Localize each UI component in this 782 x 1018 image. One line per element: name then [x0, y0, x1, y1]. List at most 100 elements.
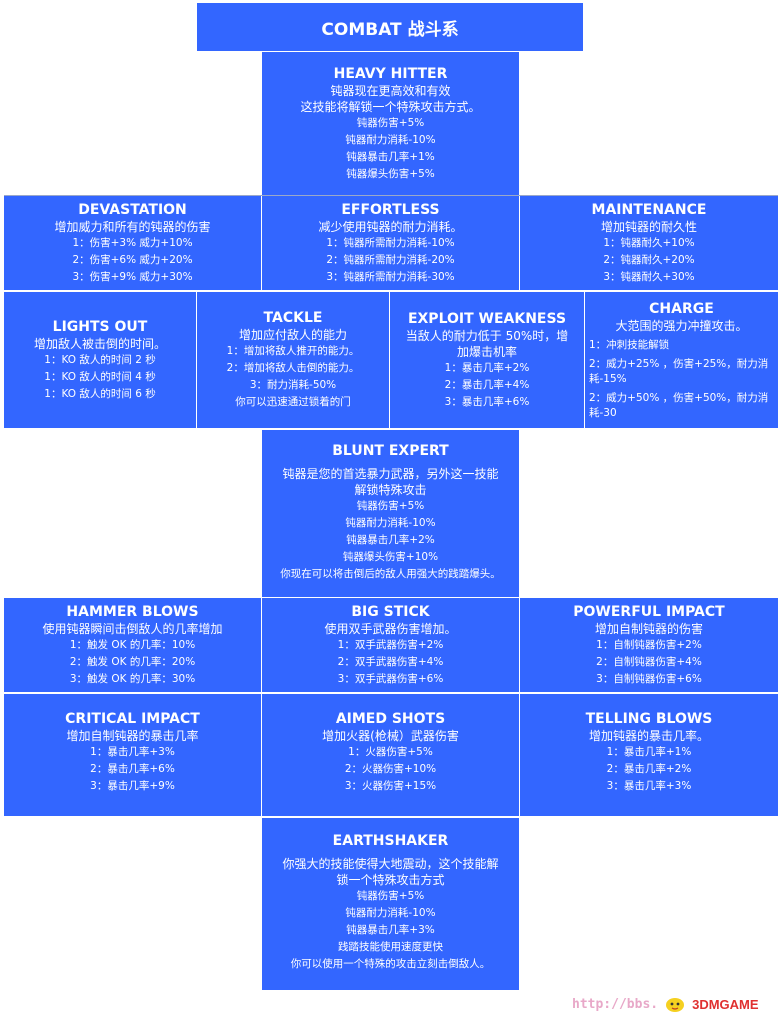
skill-effect-line: 2：伤害+6% 威力+20%	[72, 253, 193, 266]
skill-effect-line: 3：暴击几率+3%	[606, 780, 692, 792]
skill-effect-line: 钝器爆头伤害+5%	[346, 167, 435, 180]
skill-name: TELLING BLOWS	[585, 711, 713, 727]
skill-description: 这技能将解锁一个特殊攻击方式。	[300, 99, 481, 114]
skill-effect-line: 1：双手武器伤害+2%	[337, 638, 444, 651]
skill-effect-line: 1：钝器耐久+10%	[603, 236, 695, 249]
skill-description: 你强大的技能使得大地震动，这个技能解	[282, 857, 499, 871]
skill-name: CRITICAL IMPACT	[65, 711, 200, 727]
skill-effect-line: 2：触发 OK 的几率：20%	[69, 655, 196, 668]
skill-effect-line: 钝器暴击几率+3%	[346, 924, 435, 936]
skill-effect-line: 钝器爆头伤害+10%	[342, 551, 439, 563]
skill-name: AIMED SHOTS	[335, 711, 446, 727]
skill-effect-line: 3：耐力消耗-50%	[249, 379, 337, 391]
skill-effect-line: 2：钝器所需耐力消耗-20%	[326, 253, 455, 266]
skill-effect-line: 钝器耐力消耗-10%	[345, 517, 436, 529]
skill-effect-line: 你可以迅速通过锁着的门	[235, 396, 351, 408]
skill-effect-line: 3：伤害+9% 威力+30%	[72, 270, 193, 283]
grid-line	[4, 195, 778, 196]
skill-effect-line: 2：增加将敌人击倒的能力。	[226, 362, 360, 374]
skill-effect-line: 2：双手武器伤害+4%	[337, 655, 444, 668]
skill-description: 使用钝器瞬间击倒敌人的几率增加	[42, 621, 223, 636]
skill-effect-line: 3：钝器耐久+30%	[603, 270, 695, 283]
skill-effect-line: 1：火器伤害+5%	[348, 746, 433, 758]
skill-effect-line: 2：钝器耐久+20%	[603, 253, 695, 266]
skill-effect-line: 1：钝器所需耐力消耗-10%	[326, 236, 455, 249]
skill-description: 解锁特殊攻击	[354, 483, 427, 497]
skill-effect-line: 钝器暴击几率+1%	[346, 150, 435, 163]
skill-effect-line: 1：暴击几率+2%	[444, 361, 530, 374]
skill-effect-line: 3：触发 OK 的几率：30%	[69, 672, 196, 685]
skill-effect-line: 1：暴击几率+1%	[606, 746, 692, 758]
skill-effect-line: 践踏技能使用速度更快	[338, 941, 443, 953]
skill-name: TACKLE	[263, 310, 323, 326]
skill-name: POWERFUL IMPACT	[573, 603, 725, 620]
page-title: COMBAT 战斗系	[197, 3, 583, 51]
skill-description: 减少使用钝器的耐力消耗。	[318, 219, 463, 234]
skill-effect-line: 1：自制钝器伤害+2%	[596, 638, 702, 651]
skill-description: 增加自制钝器的暴击几率	[66, 729, 199, 743]
skill-effect-line: 2：暴击几率+6%	[90, 763, 175, 775]
mascot-icon	[666, 998, 685, 1012]
skill-effect-line: 3：双手武器伤害+6%	[337, 672, 444, 685]
skill-effect-line: 1：伤害+3% 威力+10%	[72, 236, 193, 249]
skill-effect-line: 1：KO 敌人的时间 2 秒	[44, 353, 156, 366]
skill-tackle: TACKLE 增加应付敌人的能力 1：增加将敌人推开的能力。 2：增加将敌人击倒的能力…	[197, 292, 389, 428]
skill-effect-line: 3：自制钝器伤害+6%	[596, 672, 702, 685]
skill-effect-line: 钝器暴击几率+2%	[346, 534, 435, 546]
skill-description: 锁一个特殊攻击方式	[336, 873, 445, 887]
skill-effect-line: 2：自制钝器伤害+4%	[596, 655, 702, 668]
skill-effect-line: 1：冲刺技能解锁	[589, 338, 670, 351]
skill-effect-line: 2：暴击几率+4%	[444, 378, 530, 391]
skill-name: DEVASTATION	[78, 201, 187, 218]
skill-effect-line: 你现在可以将击倒后的敌人用强大的践踏爆头。	[280, 568, 501, 580]
skill-effect-line: 钝器伤害+5%	[356, 500, 425, 512]
skill-effect-line: 1：KO 敌人的时间 6 秒	[44, 387, 156, 400]
skill-name: EARTHSHAKER	[332, 833, 449, 849]
skill-effect-line: 3：钝器所需耐力消耗-30%	[326, 270, 455, 283]
skill-name: HAMMER BLOWS	[66, 603, 199, 620]
skill-description: 增加火器(枪械）武器伤害	[322, 729, 459, 743]
watermark: http://bbs. 3DMGAME	[572, 992, 778, 1016]
skill-description: 增加钝器的暴击几率。	[588, 729, 709, 743]
skill-description: 大范围的强力冲撞攻击。	[615, 318, 748, 333]
skill-name: EFFORTLESS	[341, 201, 440, 218]
skill-name: EXPLOIT WEAKNESS	[407, 310, 567, 327]
skill-effect-line: 3：火器伤害+15%	[344, 780, 437, 792]
skill-description: 加爆击机率	[456, 344, 517, 359]
watermark-url: http://bbs.	[572, 996, 659, 1012]
skill-effect-line: 钝器耐力消耗-10%	[345, 907, 436, 919]
skill-effect-line: 你可以使用一个特殊的攻击立刻击倒敌人。	[290, 958, 491, 970]
skill-description: 增加威力和所有的钝器的伤害	[54, 219, 211, 234]
skill-effect-line: 1：增加将敌人推开的能力。	[226, 345, 360, 357]
skill-description: 增加自制钝器的伤害	[594, 621, 703, 636]
skill-earthshaker: EARTHSHAKER 你强大的技能使得大地震动，这个技能解锁一个特殊攻击方式钝器…	[262, 818, 519, 990]
skill-effect-line: 3：暴击几率+9%	[90, 780, 175, 792]
skill-name: BIG STICK	[351, 603, 430, 620]
skill-name: LIGHTS OUT	[52, 318, 148, 335]
skill-effect-line: 2：威力+25% ，伤害+25%，耐力消耗-15%	[589, 357, 769, 385]
skill-name: HEAVY HITTER	[333, 65, 448, 82]
skill-description: 增加应付敌人的能力	[238, 328, 347, 342]
skill-effect-line: 1：暴击几率+3%	[90, 746, 175, 758]
skill-effect-line: 2：火器伤害+10%	[344, 763, 437, 775]
skill-effect-line: 钝器耐力消耗-10%	[345, 133, 436, 146]
skill-aimed-shots: AIMED SHOTS 增加火器(枪械）武器伤害 1：火器伤害+5% 2：火器伤害+1…	[262, 694, 519, 816]
skill-effect-line: 3：暴击几率+6%	[444, 395, 530, 408]
skill-description: 增加敌人被击倒的时间。	[33, 336, 166, 351]
skill-effect-line: 1：触发 OK 的几率：10%	[69, 638, 196, 651]
skill-effect-line: 1：KO 敌人的时间 4 秒	[44, 370, 156, 383]
skill-description: 使用双手武器伤害增加。	[324, 621, 457, 636]
skill-description: 增加钝器的耐久性	[600, 219, 697, 234]
skill-effect-line: 钝器伤害+5%	[356, 890, 425, 902]
skill-description: 钝器是您的首选暴力武器，另外这一技能	[282, 467, 499, 481]
